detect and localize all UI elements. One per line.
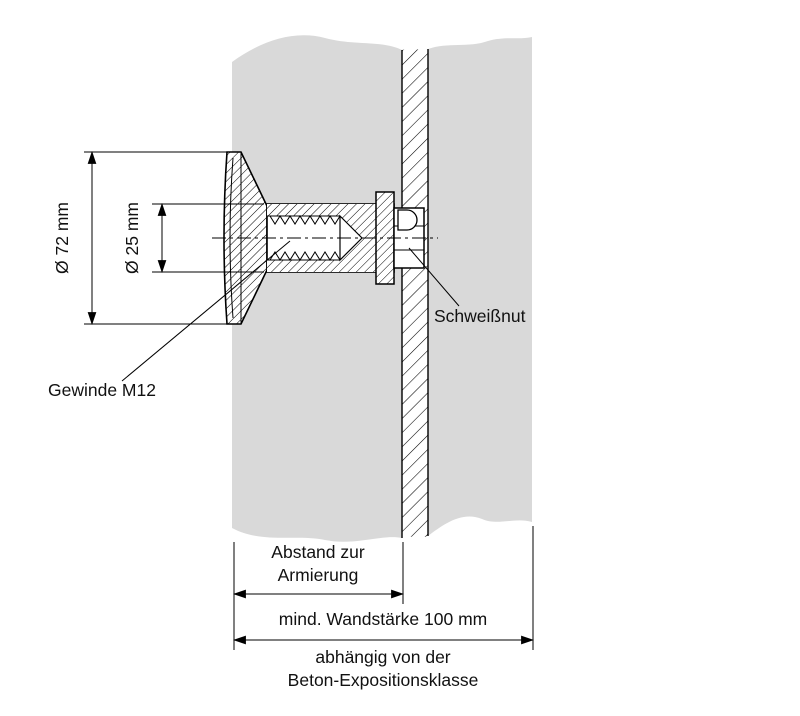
leader-weld-groove: [408, 247, 460, 307]
wall-left-slab: [232, 35, 402, 542]
callouts: Gewinde M12 Schweißnut: [48, 240, 526, 400]
label-wall-thickness: mind. Wandstärke 100 mm: [279, 609, 487, 629]
diameter-dimensions: Ø 72 mm Ø 25 mm: [52, 150, 264, 326]
concrete-wall: [232, 35, 532, 542]
label-weld-groove: Schweißnut: [434, 306, 526, 326]
thread-zigzag-bottom: [269, 251, 341, 261]
label-rebar-distance-2: Armierung: [278, 565, 359, 585]
thread-zigzag-top: [269, 215, 341, 225]
label-diameter-25: Ø 25 mm: [122, 202, 142, 274]
label-thread: Gewinde M12: [48, 380, 156, 400]
rebar-strip: [402, 48, 428, 539]
wall-right-slab: [428, 37, 532, 536]
label-exposure-note-2: Beton-Expositionsklasse: [288, 670, 479, 690]
leader-thread: [121, 240, 291, 382]
label-diameter-72: Ø 72 mm: [52, 202, 72, 274]
sleeve-wall-bottom: [267, 260, 394, 272]
weld-stud-tip: [397, 209, 418, 231]
label-exposure-note-1: abhängig von der: [315, 647, 450, 667]
anchor-assembly: [212, 151, 438, 325]
bottom-dimensions: Abstand zur Armierung mind. Wandstärke 1…: [232, 526, 535, 690]
label-rebar-distance-1: Abstand zur: [271, 542, 365, 562]
sleeve-wall-top: [267, 204, 394, 216]
